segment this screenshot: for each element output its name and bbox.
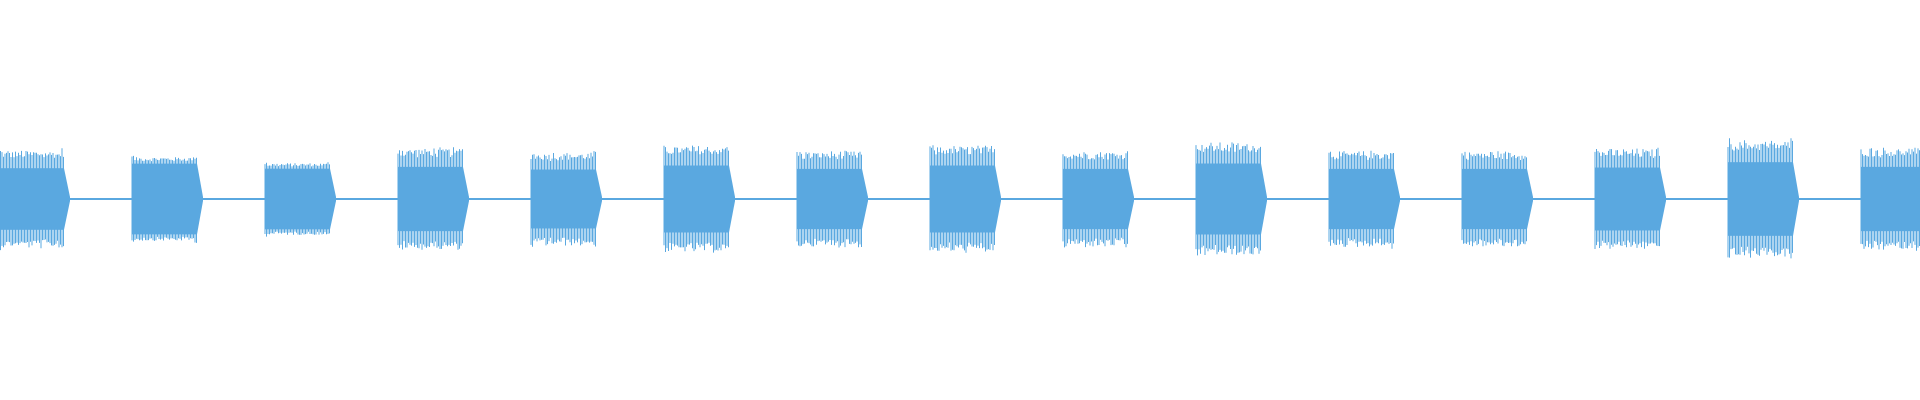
waveform-burst xyxy=(131,155,203,243)
waveform-burst xyxy=(1594,147,1666,249)
waveform-burst xyxy=(530,151,602,247)
waveform-burst xyxy=(1461,151,1533,247)
waveform-burst xyxy=(1328,150,1400,249)
waveform-burst xyxy=(663,145,735,253)
waveform-burst xyxy=(1727,138,1799,259)
waveform-burst xyxy=(1062,151,1134,248)
waveform-burst xyxy=(0,148,70,251)
waveform-burst xyxy=(1860,147,1920,251)
waveform-burst xyxy=(264,162,336,237)
waveform-bursts xyxy=(0,138,1920,259)
waveform-burst xyxy=(929,145,1001,253)
waveform-burst xyxy=(1195,142,1267,256)
waveform-burst xyxy=(796,150,868,248)
waveform-burst xyxy=(397,147,469,250)
